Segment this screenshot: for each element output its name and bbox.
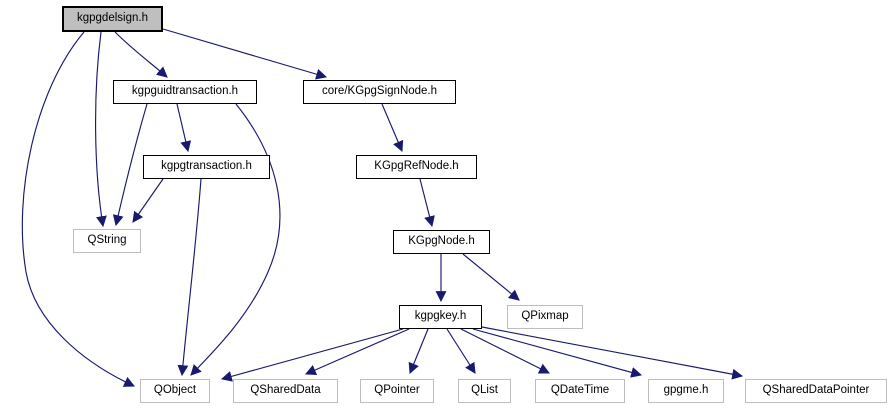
node-qobject: QObject	[140, 379, 210, 403]
node-qshareddata: QSharedData	[233, 379, 338, 403]
edge-kgpgdelsign-qstring	[95, 31, 107, 228]
node-kgpgdelsign: kgpgdelsign.h	[62, 6, 163, 32]
edge-kgpgtransaction-qobject	[177, 178, 202, 377]
node-kgpgtransaction[interactable]: kgpgtransaction.h	[143, 155, 270, 179]
edge-kgpgkey-qshareddata	[304, 328, 410, 376]
node-qpixmap: QPixmap	[507, 305, 583, 329]
edge-kgpgkey-qobject	[220, 328, 404, 382]
node-gpgme: gpgme.h	[648, 379, 724, 403]
edge-kgpguidtransaction-qstring	[112, 103, 148, 227]
edge-kgpgkey-qpointer	[408, 328, 429, 375]
edge-kgpgrefnode-kgpgnode	[419, 178, 435, 228]
node-kgpgkey[interactable]: kgpgkey.h	[399, 305, 482, 329]
edge-kgpgkey-qshareddatapointer	[481, 326, 744, 380]
edge-kgpgsignnode-kgpgrefnode	[381, 103, 404, 153]
edge-kgpgkey-qdatetime	[460, 328, 550, 374]
edge-kgpgtransaction-qstring	[132, 178, 164, 223]
node-kgpgrefnode[interactable]: KGpgRefNode.h	[356, 155, 477, 179]
node-kgpgsignnode[interactable]: core/KGpgSignNode.h	[303, 80, 456, 104]
node-qlist: QList	[458, 379, 511, 403]
node-qstring: QString	[73, 229, 141, 253]
edge-kgpgdelsign-kgpguidtransaction	[114, 31, 168, 78]
edge-kgpgkey-qlist	[446, 328, 476, 374]
edge-kgpgdelsign-kgpgsignnode	[162, 28, 328, 80]
edge-kgpguidtransaction-kgpgtransaction	[176, 103, 192, 153]
node-qdatetime: QDateTime	[535, 379, 625, 403]
edge-kgpguidtransaction-qobject	[190, 103, 281, 376]
node-kgpguidtransaction[interactable]: kgpguidtransaction.h	[113, 80, 257, 104]
edge-kgpgnode-qpixmap	[462, 253, 520, 301]
node-qshareddatapointer: QSharedDataPointer	[745, 379, 887, 403]
edge-kgpgdelsign-qobject	[21, 31, 135, 387]
edge-kgpgkey-gpgme	[472, 328, 643, 378]
node-qpointer: QPointer	[360, 379, 434, 403]
node-kgpgnode[interactable]: KGpgNode.h	[393, 230, 490, 254]
